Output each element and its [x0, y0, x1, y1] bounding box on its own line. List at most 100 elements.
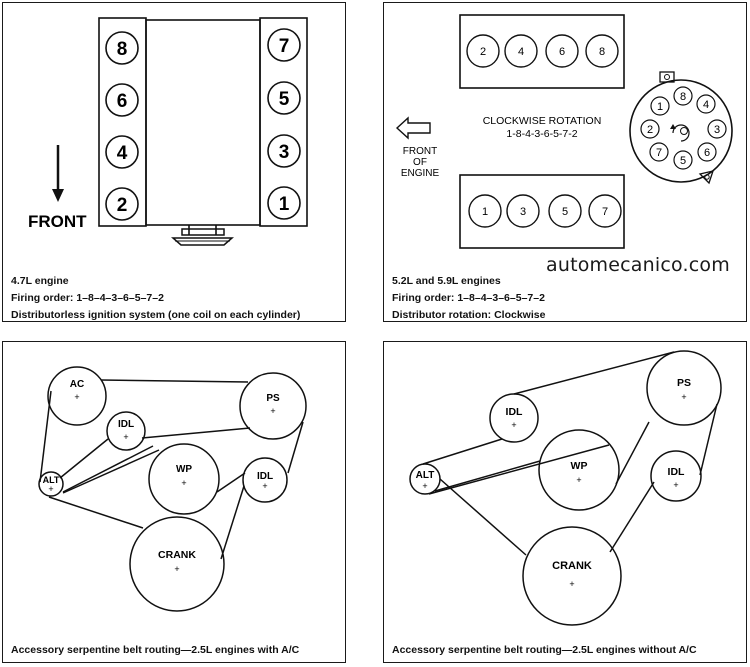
- cylinder-number: 3: [279, 142, 290, 163]
- wp-pulley: [148, 443, 220, 515]
- caption-line: Accessory serpentine belt routing—2.5L e…: [392, 644, 697, 656]
- pulley-label: ALT: [416, 470, 435, 481]
- alt-pulley: [38, 471, 64, 497]
- center-marks: + + + + + +: [422, 392, 686, 589]
- pulley-label: PS: [677, 377, 691, 389]
- front-arrow-icon: [395, 116, 431, 140]
- belt-routing-ac-diagram: AC IDL PS ALT WP IDL CRANK + + + + + + +: [38, 366, 307, 612]
- terminal-number: 7: [656, 147, 662, 159]
- svg-text:+: +: [174, 564, 179, 574]
- svg-text:+: +: [48, 484, 53, 494]
- front-label-line: FRONT: [403, 146, 437, 157]
- cylinder-number: 5: [279, 89, 290, 110]
- crank-pulley: [522, 526, 622, 626]
- cylinder-number: 6: [559, 46, 565, 58]
- terminal-number: 1: [657, 101, 663, 113]
- cylinder-bank-top: [459, 14, 625, 89]
- rotation-order: 1-8-4-3-6-5-7-2: [506, 128, 577, 140]
- front-label: FRONT: [28, 212, 87, 231]
- svg-text:+: +: [74, 392, 79, 402]
- pulleys: [409, 350, 722, 626]
- engine-52-59-panel: 2 4 6 8 1 3 5 7 CLOCKWISE ROTATION 1-8-4…: [383, 2, 747, 322]
- caption-line: Accessory serpentine belt routing—2.5L e…: [11, 644, 300, 656]
- svg-text:+: +: [262, 481, 267, 491]
- rotation-title: CLOCKWISE ROTATION: [483, 115, 602, 127]
- cylinder-circle: [267, 186, 301, 220]
- caption-line: Distributor rotation: Clockwise: [392, 309, 546, 321]
- cylinder-number: 8: [117, 39, 128, 60]
- cylinder-number: 8: [599, 46, 605, 58]
- pulley-label: AC: [70, 379, 84, 390]
- svg-text:+: +: [569, 579, 574, 589]
- svg-text:+: +: [123, 432, 128, 442]
- cylinder-circle: [267, 28, 301, 62]
- cylinder-circle: [105, 187, 139, 221]
- pulley-label: WP: [176, 464, 192, 475]
- cylinder-number: 5: [562, 206, 568, 218]
- cylinder-number: 3: [520, 206, 526, 218]
- cylinder-number: 2: [117, 195, 128, 216]
- front-arrow-icon: [52, 145, 64, 202]
- pulleys: [38, 366, 307, 612]
- pulley-label: IDL: [118, 419, 134, 430]
- idler-pulley: [650, 450, 702, 502]
- pulley-label: CRANK: [552, 560, 592, 572]
- svg-text:+: +: [576, 475, 581, 485]
- crank-damper: [171, 225, 234, 246]
- cylinder-circle: [105, 135, 139, 169]
- crank-pulley: [129, 516, 225, 612]
- distributor-cap: [629, 71, 733, 185]
- right-cylinders: 7 5 3 1: [267, 28, 301, 220]
- cylinder-bank-bottom: [459, 174, 625, 249]
- pulley-labels: PS IDL ALT WP IDL CRANK: [416, 377, 691, 572]
- cylinder-circle: [105, 83, 139, 117]
- svg-text:+: +: [270, 406, 275, 416]
- svg-text:+: +: [681, 392, 686, 402]
- terminal-number: 3: [714, 124, 720, 136]
- ps-pulley: [239, 372, 307, 440]
- watermark: automecanico.com: [546, 254, 730, 276]
- left-cylinders: 8 6 4 2: [105, 31, 139, 221]
- svg-text:+: +: [422, 481, 427, 491]
- belt-routing-ac-panel: AC IDL PS ALT WP IDL CRANK + + + + + + +…: [2, 341, 346, 663]
- idler-pulley: [242, 457, 288, 503]
- engine-47-panel: 8 6 4 2 7 5 3 1 FRONT: [2, 2, 346, 322]
- pulley-label: WP: [571, 460, 588, 472]
- cylinder-circle: [267, 81, 301, 115]
- cylinder-number: 1: [482, 206, 488, 218]
- center-marks: + + + + + + +: [48, 392, 275, 574]
- belt-routing-noac-diagram: PS IDL ALT WP IDL CRANK + + + + + +: [409, 350, 722, 626]
- terminal-number: 4: [703, 99, 709, 111]
- ac-pulley: [47, 366, 107, 426]
- caption-line: Firing order: 1–8–4–3–6–5–7–2: [11, 292, 164, 304]
- svg-text:+: +: [181, 478, 186, 488]
- caption-line: Firing order: 1–8–4–3–6–5–7–2: [392, 292, 545, 304]
- ps-pulley: [646, 350, 722, 426]
- bottom-cylinders: 1 3 5 7: [468, 194, 622, 228]
- front-label-line: OF: [413, 157, 427, 168]
- cylinder-number: 2: [480, 46, 486, 58]
- terminal-number: 5: [680, 155, 686, 167]
- pulley-label: ALT: [43, 475, 60, 485]
- terminal-number: 6: [704, 147, 710, 159]
- pulley-label: PS: [266, 393, 280, 404]
- right-cylinder-bank: [259, 17, 308, 227]
- distributor-terminals: 8 4 3 6 5 7 2 1: [640, 86, 727, 170]
- idler-pulley: [489, 393, 539, 443]
- cylinder-circle: [267, 134, 301, 168]
- wp-pulley: [538, 429, 620, 511]
- terminal-number: 8: [680, 91, 686, 103]
- pulley-label: IDL: [506, 406, 524, 418]
- cylinder-number: 7: [279, 36, 290, 57]
- cylinder-circle: [105, 31, 139, 65]
- engine-block: [145, 19, 261, 226]
- belt-routing-noac-panel: PS IDL ALT WP IDL CRANK + + + + + + Acce…: [383, 341, 747, 663]
- svg-text:+: +: [673, 480, 678, 490]
- cylinder-number: 7: [602, 206, 608, 218]
- engine-52-diagram: 2 4 6 8 1 3 5 7 CLOCKWISE ROTATION 1-8-4…: [395, 14, 733, 249]
- terminal-number: 2: [647, 124, 653, 136]
- cylinder-number: 6: [117, 91, 128, 112]
- serpentine-belt: [422, 351, 718, 556]
- front-label-line: ENGINE: [401, 168, 440, 179]
- pulley-label: IDL: [668, 466, 686, 478]
